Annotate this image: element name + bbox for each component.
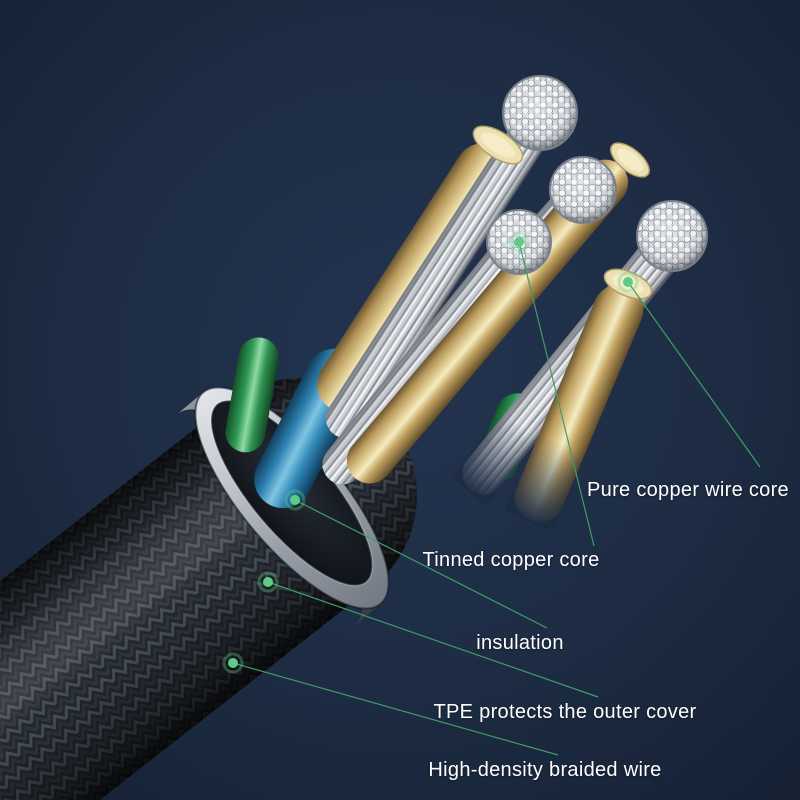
annotation-dot-glow-tinned-copper-core [508, 231, 530, 253]
copper-core-cap-center [610, 142, 650, 178]
annotation-dot-tinned-copper-core [514, 237, 524, 247]
copper-core-cap-left [472, 125, 524, 165]
annotation-line-pure-copper-wire-core [627, 281, 761, 468]
annotation-dot-glow-insulation [284, 489, 306, 511]
tinned-cross-section-a [502, 75, 578, 151]
tinned-wire-a [325, 114, 550, 439]
annotation-dot-pure-copper-wire-core [623, 277, 633, 287]
callouts [222, 231, 761, 756]
annotation-dot-insulation [290, 495, 300, 505]
annotation-dot-glow-tpe-outer-cover [257, 571, 279, 593]
annotation-dot-tpe-outer-cover [263, 577, 273, 587]
annotation-line-insulation [294, 499, 548, 629]
annotation-dot-glow-pure-copper-wire-core [617, 271, 639, 293]
annotation-dot-glow-high-density-braided-wire [222, 652, 244, 674]
annotation-line-high-density-braided-wire [232, 662, 559, 756]
tinned-cross-section-d [636, 200, 708, 272]
copper-wire-center [346, 159, 629, 484]
annotation-line-tinned-copper-core [518, 241, 595, 547]
annotation-dot-high-density-braided-wire [228, 658, 238, 668]
annotation-line-tpe-outer-cover [267, 581, 599, 698]
tinned-cross-section-b [549, 156, 617, 224]
braided-cable [0, 378, 417, 800]
green-insulation-wire [225, 337, 279, 453]
copper-wire-right [504, 284, 644, 533]
